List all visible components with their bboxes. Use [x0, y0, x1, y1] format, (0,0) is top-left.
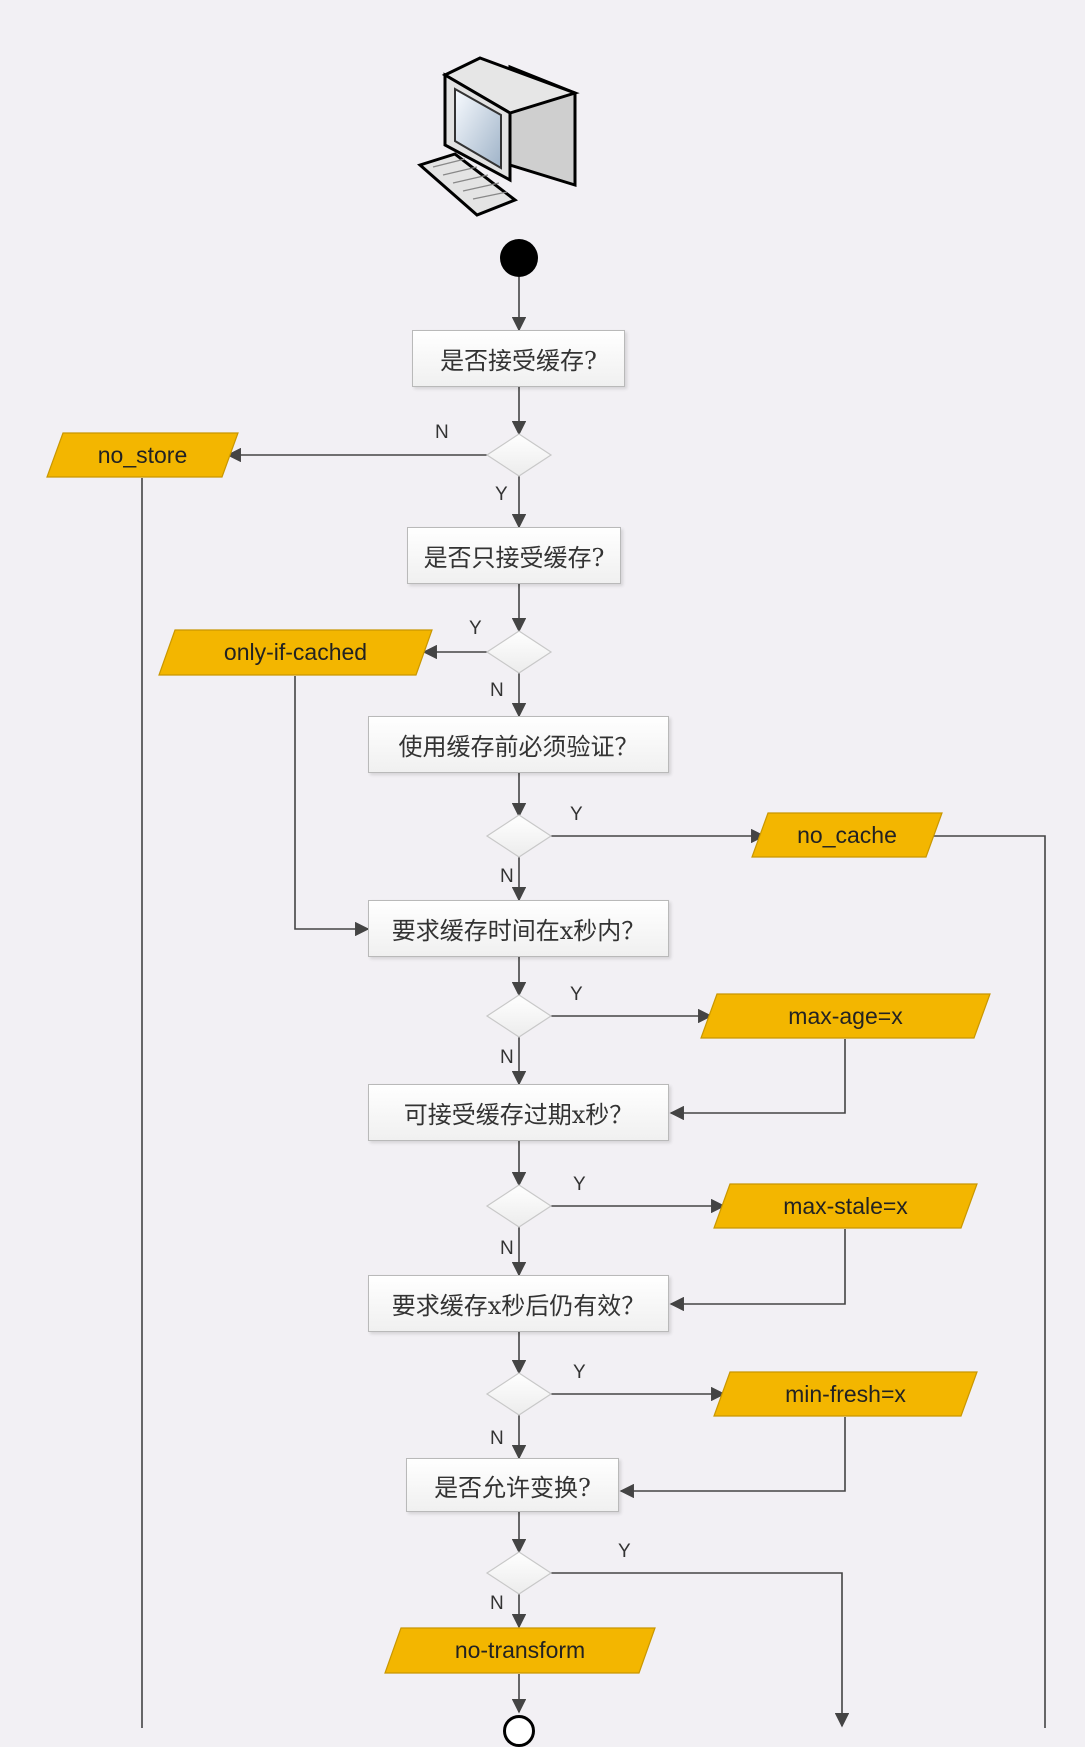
directive-max-age-label: max-age=x — [788, 1002, 903, 1029]
question-still-valid: 要求缓存x秒后仍有效？ — [368, 1275, 669, 1332]
decision-diamond-3 — [485, 814, 553, 858]
edge-max-age-q5 — [669, 1039, 846, 1121]
edge-label-d4-yes: Y — [570, 984, 583, 1005]
decision-diamond-7 — [485, 1551, 553, 1595]
directive-max-stale: max-stale=x — [713, 1183, 978, 1229]
question-validate: 使用缓存前必须验证？ — [368, 716, 669, 773]
directive-only-if-cached: only-if-cached — [158, 629, 433, 676]
directive-no-store: no_store — [46, 432, 239, 478]
edge-label-d7-no: N — [490, 1593, 504, 1614]
directive-no-transform-label: no-transform — [454, 1637, 586, 1663]
edge-label-d3-yes: Y — [570, 804, 583, 825]
question-accept-stale: 可接受缓存过期x秒？ — [368, 1084, 669, 1141]
start-node — [500, 239, 538, 277]
directive-no-cache-label: no_cache — [797, 821, 897, 848]
edge-min-fresh-q7 — [619, 1417, 846, 1499]
decision-diamond-4 — [485, 994, 553, 1038]
decision-diamond-6 — [485, 1372, 553, 1416]
question-allow-transform: 是否允许变换? — [406, 1458, 619, 1512]
directive-no-transform: no-transform — [384, 1627, 656, 1674]
edge-d7-yes-down — [551, 1572, 850, 1728]
edge-label-d1-no: N — [435, 422, 449, 443]
directive-min-fresh-label: min-fresh=x — [785, 1380, 906, 1407]
edge-label-d6-no: N — [490, 1428, 504, 1449]
edge-label-d5-no: N — [500, 1238, 514, 1259]
decision-diamond-2 — [485, 630, 553, 674]
edge-label-d2-no: N — [490, 680, 504, 701]
edge-label-d3-no: N — [500, 866, 514, 887]
question-within-seconds: 要求缓存时间在x秒内？ — [368, 900, 669, 957]
directive-no-store-label: no_store — [97, 441, 188, 468]
edge-label-d5-yes: Y — [573, 1174, 586, 1195]
decision-diamond-5 — [485, 1184, 553, 1228]
question-only-cache: 是否只接受缓存? — [407, 527, 621, 584]
question-accept-cache: 是否接受缓存? — [412, 330, 625, 387]
edge-max-stale-q6 — [669, 1229, 846, 1312]
directive-only-if-cached-label: only-if-cached — [223, 639, 368, 665]
directive-no-cache: no_cache — [751, 812, 943, 858]
edge-only-if-cached-q4 — [294, 676, 370, 937]
edge-label-d6-yes: Y — [573, 1362, 586, 1383]
edge-label-d7-yes: Y — [618, 1541, 631, 1562]
edge-label-d2-yes: Y — [469, 618, 482, 639]
directive-max-age: max-age=x — [700, 993, 991, 1039]
edge-no-cache-down — [933, 835, 1046, 1728]
edge-label-d4-no: N — [500, 1047, 514, 1068]
directive-min-fresh: min-fresh=x — [713, 1371, 978, 1417]
end-node — [503, 1715, 535, 1747]
edge-label-d1-yes: Y — [495, 484, 508, 505]
directive-max-stale-label: max-stale=x — [783, 1192, 908, 1219]
desktop-computer-icon — [417, 56, 580, 217]
decision-diamond-1 — [485, 433, 553, 477]
